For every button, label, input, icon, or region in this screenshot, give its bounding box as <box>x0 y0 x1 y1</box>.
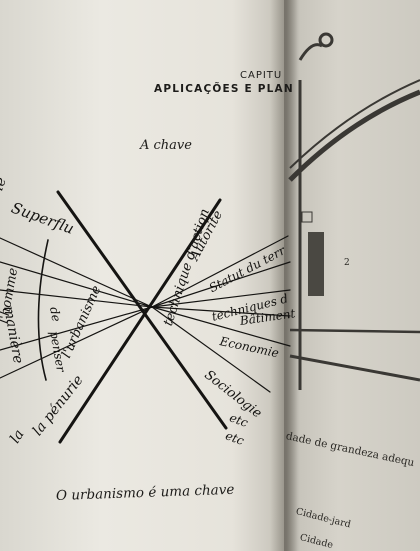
sketch-line-fan-8 <box>151 289 291 308</box>
right-page-number: 2 <box>344 258 350 268</box>
left-page <box>0 0 290 551</box>
book-gutter <box>270 0 300 551</box>
plan-stem <box>298 43 323 61</box>
sketch-line-fan-1 <box>0 237 153 308</box>
sketch-curve-left <box>37 239 49 381</box>
sketch-line-fan-11 <box>151 306 271 393</box>
sketch-line-fan-9 <box>151 306 291 317</box>
section-heading: APLICAÇÕES E PLAN <box>154 83 294 95</box>
label-de: de <box>47 305 64 323</box>
sketch-line-fan-7 <box>151 261 291 308</box>
sketch-line-fan-2 <box>0 261 153 308</box>
sketch-line-fan-4 <box>0 306 153 351</box>
sketch-line-main-2 <box>58 198 222 444</box>
sketch-line-fan-5 <box>0 306 153 379</box>
right-page <box>284 0 420 551</box>
plan-node-top <box>318 32 334 48</box>
plan-curve-top <box>288 89 420 182</box>
caption-top: A chave <box>140 138 192 153</box>
plan-block <box>308 232 324 296</box>
sketch-line-fan-10 <box>151 306 291 347</box>
plan-square <box>301 211 313 223</box>
chapter-label: CAPITU <box>240 70 283 81</box>
right-page-plan <box>288 32 420 390</box>
plan-bar-2 <box>289 354 420 382</box>
plan-curve-mid <box>289 79 420 169</box>
sketch-line-fan-6 <box>151 235 289 308</box>
sketch-line-fan-3 <box>0 289 153 308</box>
plan-bar-1 <box>289 328 420 334</box>
